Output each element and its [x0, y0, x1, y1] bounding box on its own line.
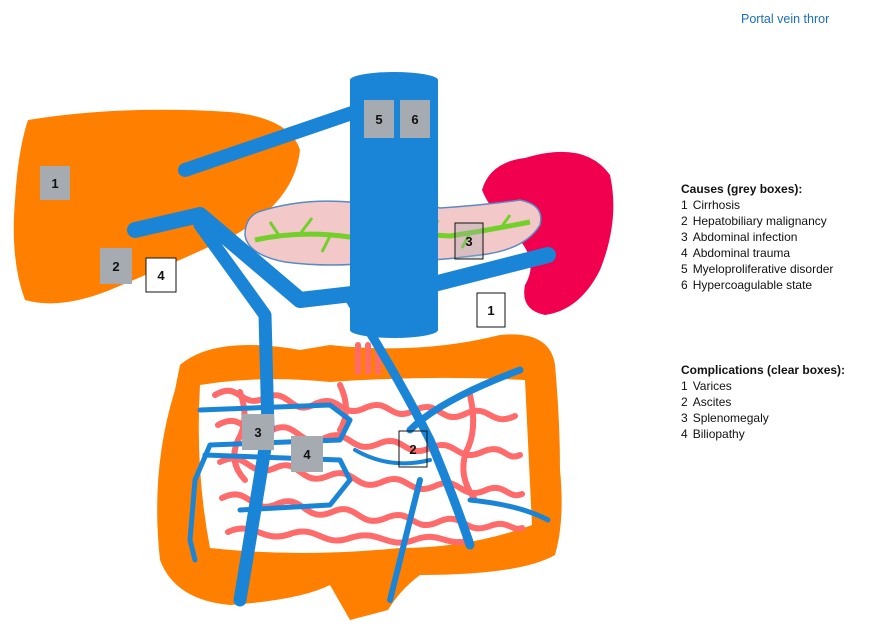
svg-text:2: 2 — [409, 442, 416, 457]
svg-text:4: 4 — [303, 447, 311, 462]
clear-box-complication-4: 4 — [146, 258, 176, 292]
causes-legend-heading: Causes (grey boxes): — [681, 181, 833, 197]
clear-box-complication-1: 1 — [477, 293, 505, 327]
svg-text:2: 2 — [112, 259, 119, 274]
complications-legend-heading: Complications (clear boxes): — [681, 362, 845, 378]
svg-text:3: 3 — [254, 425, 261, 440]
svg-text:4: 4 — [157, 268, 165, 283]
grey-box-cause-6: 6 — [400, 100, 430, 138]
svg-text:3: 3 — [465, 234, 472, 249]
grey-box-cause-4: 4 — [291, 436, 323, 472]
grey-box-cause-3-pancreas: 3 — [455, 223, 483, 259]
grey-box-cause-1: 1 — [40, 166, 70, 200]
svg-text:1: 1 — [51, 176, 58, 191]
grey-box-cause-2: 2 — [100, 248, 132, 284]
svg-text:5: 5 — [375, 112, 382, 127]
svg-text:1: 1 — [487, 303, 494, 318]
svg-text:6: 6 — [411, 112, 418, 127]
grey-box-cause-5: 5 — [364, 100, 394, 138]
grey-box-cause-3: 3 — [242, 414, 274, 450]
